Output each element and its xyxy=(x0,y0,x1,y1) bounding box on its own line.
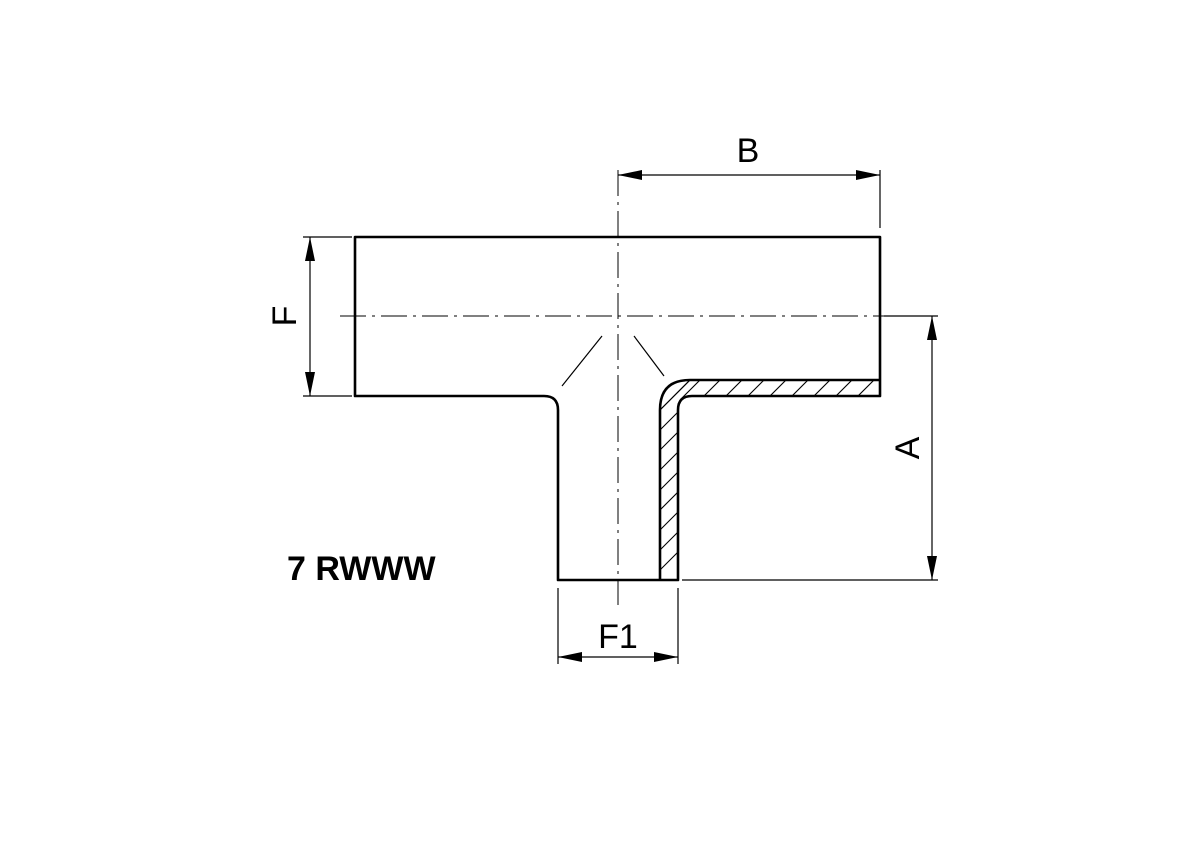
construction-line-right xyxy=(633,335,665,377)
dimension-b: B xyxy=(618,132,881,228)
dimension-f1-label: F1 xyxy=(598,618,638,656)
dimension-a: A xyxy=(682,315,938,581)
branch-inner-wall xyxy=(658,378,880,580)
dimension-f: F xyxy=(266,236,352,397)
construction-line-left xyxy=(561,335,603,387)
dimension-a-label: A xyxy=(889,436,927,459)
tee-outline xyxy=(353,235,882,582)
dimension-f-label: F xyxy=(266,306,304,327)
dimension-f1: F1 xyxy=(557,588,679,664)
dimension-b-label: B xyxy=(737,132,760,170)
part-code-label: 7 RWWW xyxy=(287,550,436,588)
wall-section-hatching xyxy=(660,380,880,580)
